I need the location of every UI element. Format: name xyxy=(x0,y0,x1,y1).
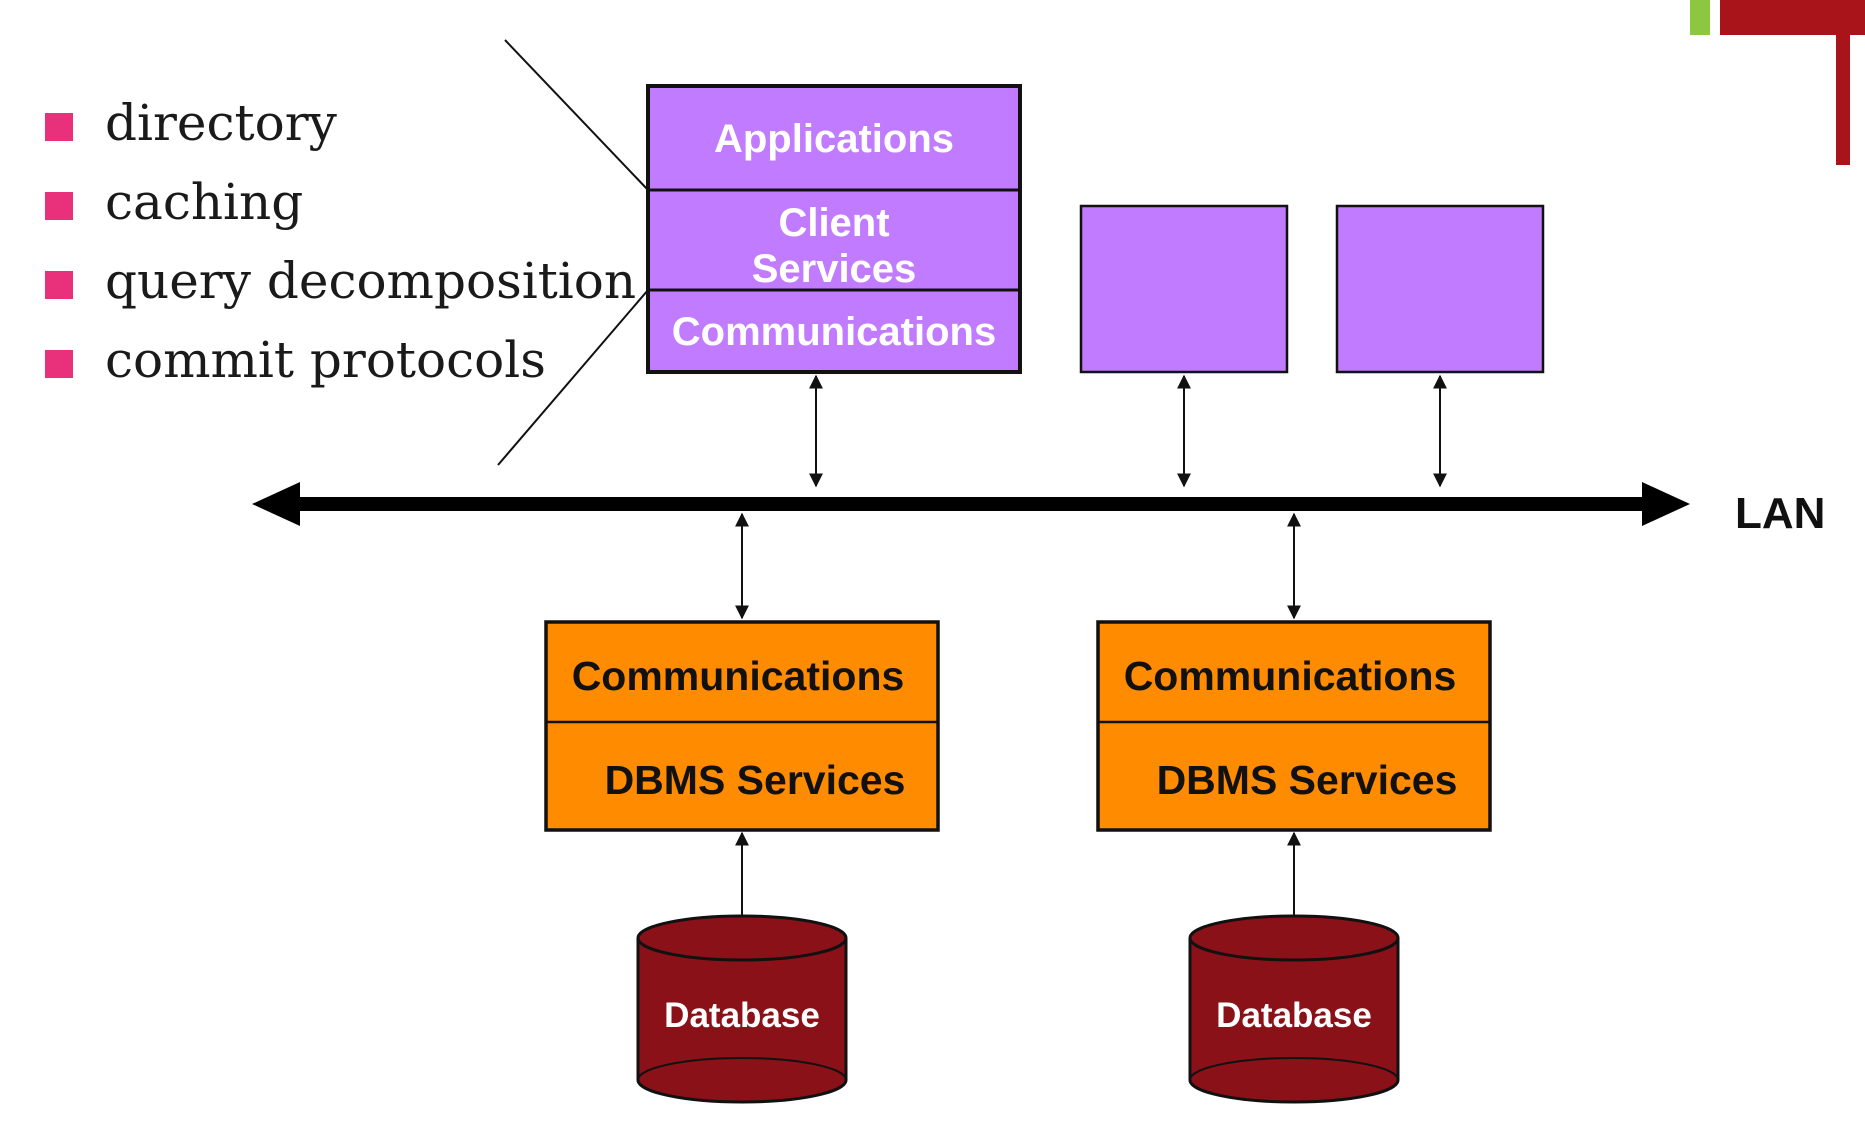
client-services-label-line2: Services xyxy=(752,247,917,291)
lan-line xyxy=(290,497,1650,511)
feature-list: directory caching query decomposition co… xyxy=(45,94,636,389)
database-rim xyxy=(637,1057,847,1081)
client-box-3 xyxy=(1335,204,1545,374)
corner-red-side xyxy=(1836,0,1850,165)
dbms-services-label: DBMS Services xyxy=(605,757,906,803)
client-services-label-line1: Client xyxy=(778,201,889,245)
callout-line-top xyxy=(504,39,649,191)
callout-line-bottom xyxy=(497,289,649,466)
server-stack: Communications DBMS Services xyxy=(544,620,940,832)
client-box xyxy=(646,84,1022,374)
bullet-marker xyxy=(45,192,73,220)
server-communications-label: Communications xyxy=(1124,653,1457,699)
server-box xyxy=(1096,620,1492,832)
bullet-text: query decomposition xyxy=(105,252,636,310)
lan-arrowhead-left xyxy=(252,482,300,526)
corner-green-bar xyxy=(1690,0,1710,35)
corner-decoration xyxy=(1690,0,1865,165)
bullet-marker xyxy=(45,271,73,299)
client-stack: Applications Client Services Communicati… xyxy=(646,84,1022,374)
bullet-marker xyxy=(45,350,73,378)
database-label: Database xyxy=(664,996,820,1035)
database-rim xyxy=(1189,1057,1399,1081)
lan-bus: LAN xyxy=(252,482,1825,538)
server-box xyxy=(544,620,940,832)
bullet-marker xyxy=(45,113,73,141)
database-top xyxy=(636,914,848,962)
client-communications-label: Communications xyxy=(672,310,996,354)
database-cylinder: Database xyxy=(636,914,848,1104)
database-cylinder: Database xyxy=(1188,914,1400,1104)
client-box-2 xyxy=(1079,204,1289,374)
bullet-text: directory xyxy=(105,94,338,152)
lan-arrowhead-right xyxy=(1642,482,1690,526)
server-stack: Communications DBMS Services xyxy=(1096,620,1492,832)
server-communications-label: Communications xyxy=(572,653,905,699)
database-label: Database xyxy=(1216,996,1372,1035)
database-top xyxy=(1188,914,1400,962)
dbms-services-label: DBMS Services xyxy=(1157,757,1458,803)
lan-label: LAN xyxy=(1735,489,1825,538)
bullet-text: caching xyxy=(105,173,303,231)
applications-label: Applications xyxy=(714,117,954,161)
bullet-text: commit protocols xyxy=(105,331,546,389)
